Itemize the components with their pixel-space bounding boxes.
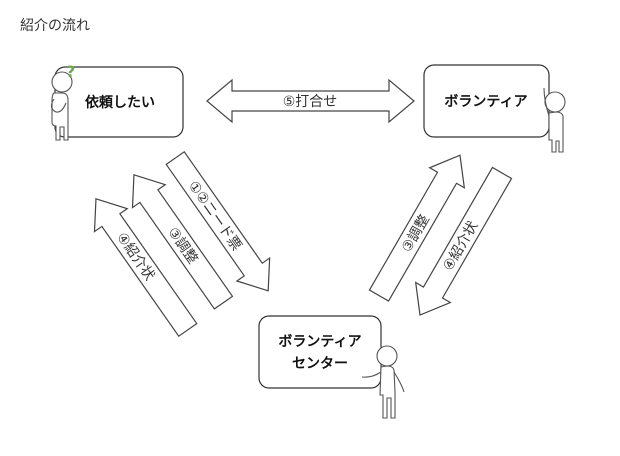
- volunteer-person-icon: [543, 87, 566, 153]
- diagram-title: 紹介の流れ: [20, 18, 90, 34]
- meeting-arrow-label: ⑤打合せ: [283, 93, 338, 110]
- center-label-line1: ボランティア: [278, 334, 361, 350]
- meeting-double-arrow: [206, 78, 415, 124]
- requester-person-icon: [50, 71, 73, 141]
- referral-right-arrow: [414, 166, 513, 316]
- question-mark-icon: ?: [66, 62, 75, 81]
- needs-form-arrow: [165, 150, 271, 292]
- center-label-line2: センター: [292, 356, 348, 372]
- adjust-left-arrow: [131, 174, 234, 310]
- referral-left-arrow: [93, 198, 198, 338]
- adjust-right-arrow: [368, 154, 466, 302]
- center-person-icon: [361, 345, 405, 419]
- volunteer-label: ボランティア: [444, 94, 527, 110]
- requester-label: 依頼したい: [85, 94, 155, 111]
